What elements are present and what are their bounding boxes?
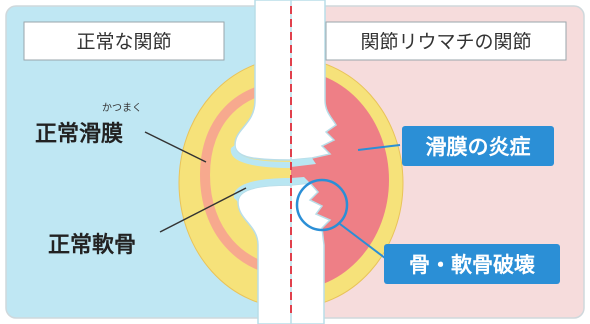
leader-destruction bbox=[339, 223, 386, 259]
synovitis-label: 滑膜の炎症 bbox=[426, 135, 531, 159]
synovium-ruby: かつまく bbox=[102, 102, 142, 114]
lower-cartilage bbox=[233, 178, 291, 202]
leader-normal-synovium bbox=[144, 131, 207, 163]
synovium-lining bbox=[199, 81, 291, 277]
ra-upper-bone bbox=[291, 0, 337, 161]
right-title-box bbox=[325, 21, 567, 61]
destruction-callout bbox=[384, 244, 560, 284]
damage-highlight-circle bbox=[295, 178, 349, 232]
ra-upper-cartilage bbox=[291, 158, 316, 167]
leader-synovitis bbox=[357, 144, 401, 151]
ra-joint bbox=[291, 0, 404, 324]
ra-lower-cartilage bbox=[291, 177, 310, 185]
upper-cartilage bbox=[230, 145, 291, 168]
leader-normal-cartilage bbox=[159, 187, 247, 233]
left-title-box bbox=[23, 21, 225, 61]
synovitis-callout bbox=[402, 126, 554, 166]
left-panel-title: 正常な関節 bbox=[76, 31, 171, 53]
normal-synovium-label: 正常滑膜 bbox=[35, 121, 123, 147]
right-panel-title: 関節リウマチの関節 bbox=[360, 31, 531, 53]
normal-joint bbox=[178, 0, 291, 324]
destruction-label: 骨・軟骨破壊 bbox=[409, 253, 535, 277]
normal-cartilage-label: 正常軟骨 bbox=[48, 232, 136, 258]
